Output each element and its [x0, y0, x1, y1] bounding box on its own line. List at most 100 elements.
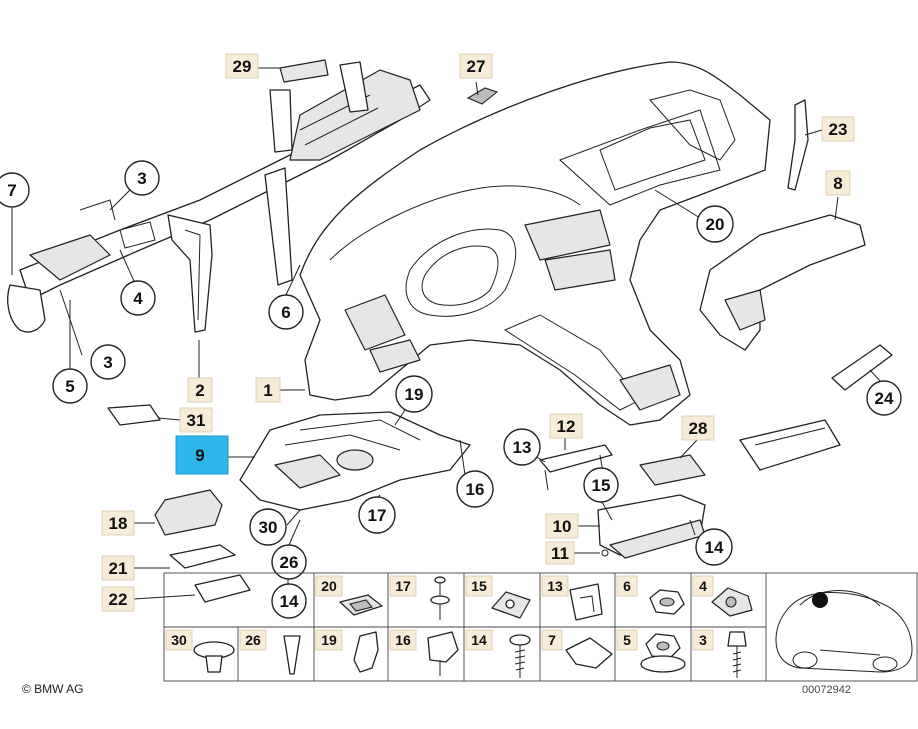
callout-15: 15 — [583, 467, 619, 503]
callout-1: 1 — [255, 377, 281, 403]
svg-text:18: 18 — [109, 514, 128, 533]
svg-text:26: 26 — [280, 553, 299, 572]
callout-2: 2 — [187, 377, 213, 403]
fastener-clip-4 — [711, 587, 753, 617]
fastener-clip-16 — [427, 631, 459, 676]
svg-text:6: 6 — [281, 303, 290, 322]
callout-7: 7 — [0, 172, 30, 208]
callout-6: 6 — [268, 294, 304, 330]
callout-9[interactable]: 9 — [175, 435, 229, 475]
svg-text:14: 14 — [705, 538, 724, 557]
callout-4: 4 — [120, 280, 156, 316]
fastener-pin-17 — [430, 576, 450, 620]
pad-29[interactable] — [279, 59, 329, 83]
car-location-thumbnail — [775, 590, 913, 673]
fastener-screw-14 — [509, 634, 531, 678]
clip-12[interactable] — [539, 444, 613, 491]
bracket-21[interactable] — [169, 544, 236, 569]
svg-text:3: 3 — [699, 632, 707, 648]
svg-text:20: 20 — [706, 215, 725, 234]
callout-18: 18 — [101, 510, 135, 536]
svg-text:14: 14 — [471, 632, 487, 648]
grid-label-4: 4 — [692, 575, 714, 597]
bracket-18[interactable] — [154, 489, 223, 536]
callout-5: 5 — [52, 368, 88, 404]
grid-label-13: 13 — [541, 575, 569, 597]
svg-text:17: 17 — [395, 578, 411, 594]
trim-strip-23[interactable] — [787, 99, 809, 191]
grid-label-26: 26 — [239, 629, 267, 651]
svg-text:7: 7 — [7, 181, 16, 200]
bracket-22[interactable] — [194, 574, 251, 603]
svg-text:29: 29 — [233, 57, 252, 76]
trim-strip-24[interactable] — [831, 344, 893, 391]
grid-label-15: 15 — [465, 575, 493, 597]
callout-30: 30 — [249, 508, 287, 546]
grid-label-6: 6 — [616, 575, 638, 597]
fastener-bracket-19 — [353, 631, 379, 673]
bracket-27[interactable] — [466, 87, 499, 105]
svg-text:30: 30 — [171, 632, 187, 648]
grid-label-19: 19 — [315, 629, 343, 651]
svg-text:19: 19 — [321, 632, 337, 648]
dashboard-panel[interactable] — [299, 61, 771, 426]
grid-label-14: 14 — [465, 629, 493, 651]
svg-text:26: 26 — [245, 632, 261, 648]
fastener-bolt-3 — [727, 631, 747, 678]
grid-label-30: 30 — [165, 629, 193, 651]
fastener-pushpin-26 — [283, 635, 301, 675]
svg-text:23: 23 — [829, 120, 848, 139]
fastener-grid — [163, 572, 918, 682]
svg-text:10: 10 — [553, 517, 572, 536]
pad-28[interactable] — [639, 454, 706, 486]
callout-26: 26 — [271, 544, 307, 580]
svg-text:5: 5 — [623, 632, 631, 648]
glovebox-10[interactable] — [597, 494, 706, 559]
svg-text:2: 2 — [195, 381, 204, 400]
grid-label-3: 3 — [692, 629, 714, 651]
svg-text:12: 12 — [557, 417, 576, 436]
fastener-nut-15 — [491, 591, 531, 619]
svg-text:24: 24 — [875, 389, 894, 408]
lower-trim-panel-9[interactable] — [239, 411, 471, 511]
glovebox-trim-8[interactable] — [699, 214, 866, 351]
svg-text:19: 19 — [405, 385, 424, 404]
svg-text:4: 4 — [133, 289, 143, 308]
support-strut[interactable] — [167, 214, 213, 333]
svg-text:11: 11 — [551, 544, 569, 563]
cross-car-beam[interactable] — [7, 61, 431, 333]
svg-text:27: 27 — [467, 57, 486, 76]
callout-27: 27 — [459, 53, 493, 79]
callout-29: 29 — [225, 53, 259, 79]
callout-14-right: 14 — [695, 528, 733, 566]
callout-22: 22 — [101, 586, 135, 612]
svg-text:15: 15 — [471, 578, 487, 594]
svg-text:16: 16 — [466, 480, 485, 499]
bracket-31[interactable] — [107, 404, 161, 426]
svg-text:20: 20 — [321, 578, 337, 594]
svg-text:15: 15 — [592, 476, 611, 495]
svg-text:21: 21 — [109, 559, 128, 578]
callout-8: 8 — [825, 170, 851, 196]
fastener-clip-7 — [565, 637, 613, 669]
svg-text:3: 3 — [103, 353, 112, 372]
fastener-clip-13 — [569, 583, 603, 621]
callout-24: 24 — [866, 380, 902, 416]
svg-text:14: 14 — [280, 592, 299, 611]
svg-text:22: 22 — [109, 590, 128, 609]
callout-13: 13 — [503, 428, 541, 466]
svg-text:3: 3 — [137, 169, 146, 188]
leader-lines — [11, 67, 882, 600]
fastener-nut-6 — [649, 589, 685, 615]
fastener-rivet-30 — [193, 641, 235, 673]
vent-unit[interactable] — [739, 419, 841, 471]
svg-text:17: 17 — [368, 506, 387, 525]
diagram-number: 00072942 — [802, 684, 851, 696]
svg-text:4: 4 — [699, 578, 707, 594]
callout-12: 12 — [549, 413, 583, 439]
grid-label-16: 16 — [389, 629, 417, 651]
svg-text:5: 5 — [65, 377, 74, 396]
svg-text:31: 31 — [187, 411, 206, 430]
svg-text:9: 9 — [195, 446, 204, 465]
